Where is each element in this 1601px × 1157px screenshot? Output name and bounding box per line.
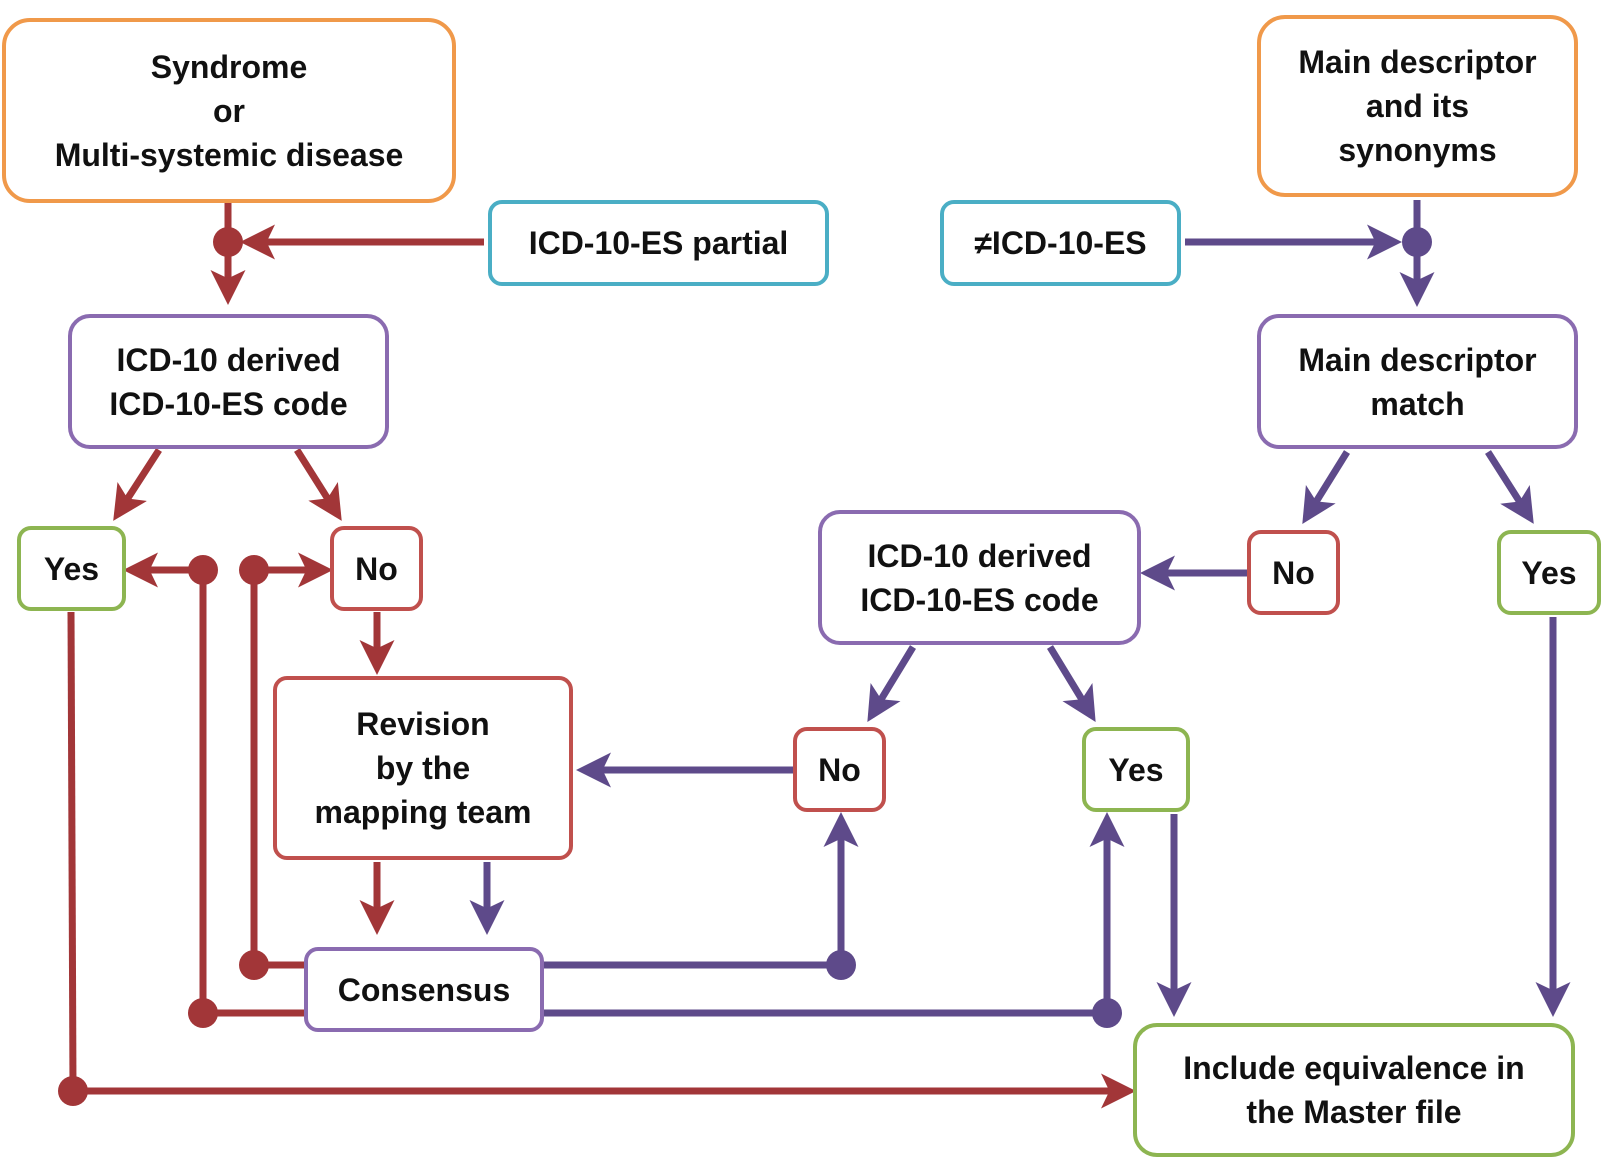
red-junction-dot — [58, 1076, 88, 1106]
no-right-node: No — [1247, 530, 1340, 615]
purple-arrow — [1047, 645, 1096, 722]
not-icd-10-es-node: ≠ICD-10-ES — [940, 200, 1181, 286]
icd-10-es-partial-node: ICD-10-ES partial — [488, 200, 829, 286]
red-junction-dot — [239, 555, 269, 585]
purple-junction-dot — [1092, 998, 1122, 1028]
red-junction-dot — [188, 555, 218, 585]
red-arrow — [294, 448, 342, 521]
red-junction-dot — [239, 950, 269, 980]
yes-mid-node: Yes — [1082, 727, 1190, 812]
derived-code-mid-node: ICD-10 derived ICD-10-ES code — [818, 510, 1141, 645]
red-junctions — [58, 227, 269, 1106]
purple-junctions — [826, 227, 1432, 1028]
yes-left-node: Yes — [17, 526, 126, 611]
purple-junction-dot — [826, 950, 856, 980]
purple-arrow — [1485, 450, 1534, 524]
include-master-file-node: Include equivalence in the Master file — [1133, 1023, 1575, 1157]
red-arrow — [113, 448, 162, 521]
red-junction-dot — [213, 227, 243, 257]
no-left-node: No — [330, 526, 423, 611]
descriptor-match-node: Main descriptor match — [1257, 314, 1578, 449]
no-mid-node: No — [793, 727, 886, 812]
yes-right-node: Yes — [1497, 530, 1601, 615]
purple-junction-dot — [1402, 227, 1432, 257]
red-junction-dot — [188, 998, 218, 1028]
main-descriptor-node: Main descriptor and its synonyms — [1257, 15, 1578, 197]
purple-arrow — [1302, 450, 1350, 524]
revision-node: Revision by the mapping team — [273, 676, 573, 860]
derived-code-left-node: ICD-10 derived ICD-10-ES code — [68, 314, 389, 449]
red-line — [67, 611, 77, 1092]
consensus-node: Consensus — [304, 947, 544, 1032]
purple-arrow — [867, 645, 916, 722]
purple-paths — [469, 200, 1571, 1017]
syndrome-node: Syndrome or Multi-systemic disease — [2, 18, 456, 203]
